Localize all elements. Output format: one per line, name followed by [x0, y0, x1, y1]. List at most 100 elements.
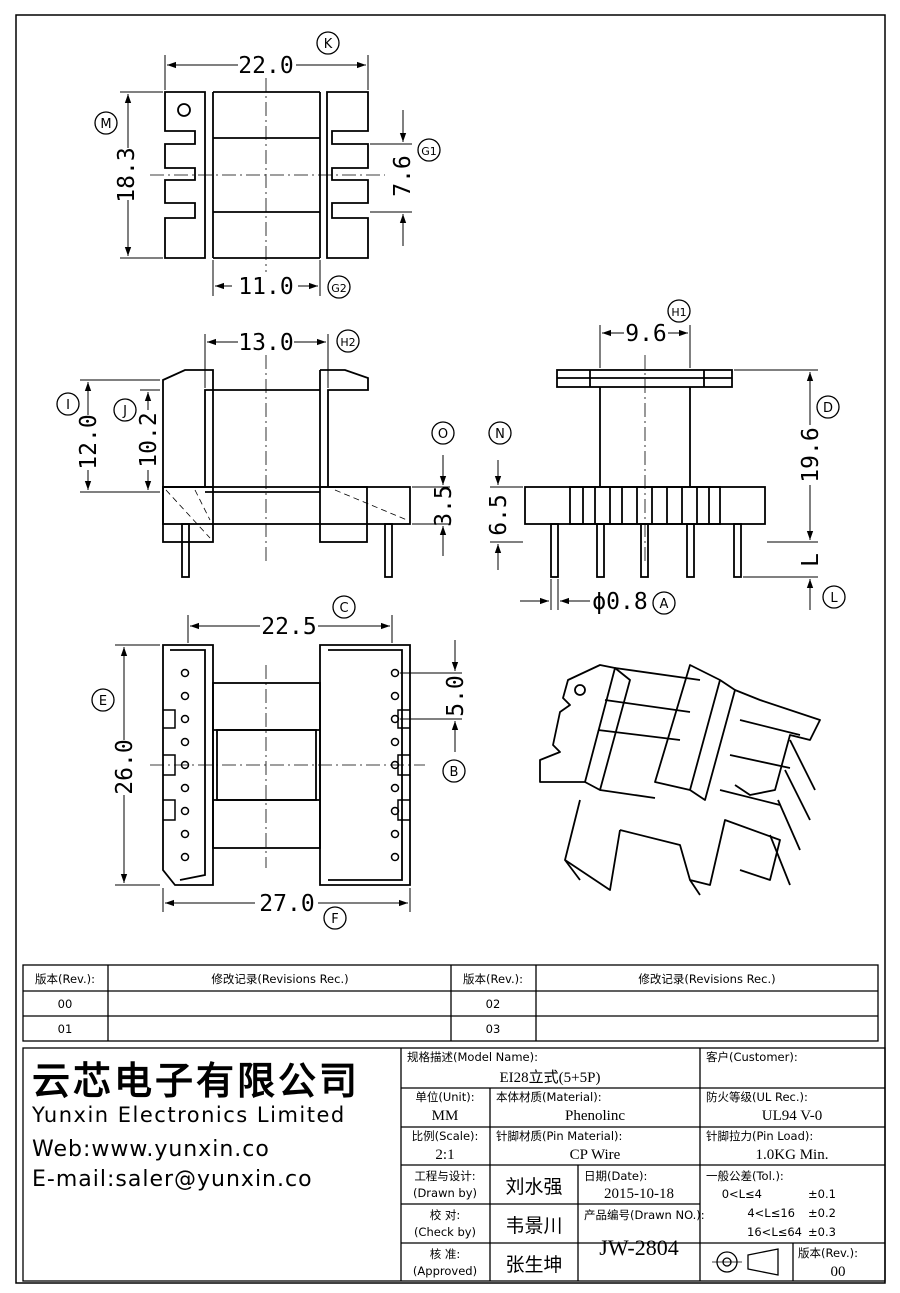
- rev-row-01: 01: [58, 1022, 73, 1036]
- customer-label: 客户(Customer):: [706, 1050, 798, 1064]
- drawing-border: [15, 14, 886, 1284]
- dim-l: L: [798, 553, 824, 567]
- dim-h1: 9.6: [625, 321, 667, 347]
- callout-k: K: [324, 37, 333, 52]
- rev-header-2: 版本(Rev.):: [463, 972, 523, 986]
- callout-f: F: [331, 912, 338, 927]
- dim-n: 6.5: [486, 494, 512, 536]
- dim-g1: 7.6: [390, 155, 416, 197]
- ul-label: 防火等级(UL Rec.):: [706, 1090, 808, 1104]
- drawn-no-label: 产品编号(Drawn NO.):: [584, 1208, 705, 1222]
- unit-value: MM: [432, 1108, 459, 1124]
- company-email: E-mail:saler@yunxin.co: [32, 1167, 313, 1192]
- title-block-text: 规格描述(Model Name): EI28立式(5+5P) 客户(Custom…: [407, 1050, 858, 1280]
- dim-j: 10.2: [136, 412, 162, 467]
- company-info: 云芯电子有限公司 Yunxin Electronics Limited Web:…: [31, 1059, 360, 1192]
- check-value: 韦景川: [505, 1215, 562, 1237]
- company-name-en: Yunxin Electronics Limited: [31, 1103, 346, 1127]
- model-label: 规格描述(Model Name):: [407, 1050, 538, 1064]
- dimension-values: 22.0 18.3 7.6 11.0 13.0 12.0 10.2 3.5 9.…: [76, 53, 824, 917]
- front-view-dimensions: [80, 334, 450, 556]
- callout-a: A: [660, 597, 669, 612]
- callout-b: B: [450, 765, 459, 780]
- drawn-label-2: (Drawn by): [413, 1186, 477, 1200]
- revision-table-text: 版本(Rev.): 修改记录(Revisions Rec.) 版本(Rev.):…: [35, 972, 776, 1036]
- rev-label: 版本(Rev.):: [798, 1246, 858, 1260]
- tol-value-1: ±0.1: [808, 1187, 836, 1201]
- front-view: [162, 355, 411, 578]
- check-label-2: (Check by): [414, 1225, 476, 1239]
- tol-range-1: 0<L≤4: [722, 1187, 762, 1201]
- dim-d: 19.6: [798, 427, 824, 482]
- dim-b: 5.0: [443, 675, 469, 717]
- callout-n: N: [495, 427, 505, 442]
- isometric-view: [539, 664, 821, 896]
- title-block-lines: [22, 1047, 886, 1282]
- tol-value-2: ±0.2: [808, 1206, 836, 1220]
- rec-header-1: 修改记录(Revisions Rec.): [211, 972, 348, 986]
- check-label-1: 校 对:: [430, 1208, 461, 1222]
- approved-value: 张生坤: [505, 1254, 562, 1276]
- dim-h2: 13.0: [238, 330, 293, 356]
- callout-d: D: [823, 401, 833, 416]
- bottom-view-pins: [163, 668, 410, 862]
- side-view-dimensions: [490, 325, 818, 610]
- tol-label: 一般公差(Tol.):: [706, 1169, 784, 1183]
- date-label: 日期(Date):: [584, 1169, 647, 1183]
- rec-header-2: 修改记录(Revisions Rec.): [638, 972, 775, 986]
- dim-k: 22.0: [238, 53, 293, 79]
- company-name-cn: 云芯电子有限公司: [32, 1059, 360, 1103]
- scale-label: 比例(Scale):: [412, 1129, 479, 1143]
- bottom-view: [150, 644, 425, 886]
- scale-value: 2:1: [435, 1147, 454, 1163]
- tol-value-3: ±0.3: [808, 1225, 836, 1239]
- rev-row-00: 00: [58, 997, 73, 1011]
- approved-label-1: 核 准:: [430, 1247, 461, 1261]
- top-view-dimensions: [120, 55, 412, 296]
- revision-table: [22, 964, 879, 1042]
- dim-o: 3.5: [431, 485, 457, 527]
- pin-load-value: 1.0KG Min.: [756, 1147, 829, 1163]
- callout-j: J: [122, 404, 127, 419]
- dim-m: 18.3: [114, 147, 140, 202]
- dim-g2: 11.0: [238, 274, 293, 300]
- callout-g1: G1: [421, 145, 437, 158]
- material-label: 本体材质(Material):: [496, 1090, 602, 1104]
- company-web: Web:www.yunxin.co: [32, 1137, 270, 1162]
- callout-m: M: [100, 117, 111, 132]
- pin-load-label: 针脚拉力(Pin Load):: [706, 1129, 813, 1143]
- side-view: [524, 355, 766, 578]
- top-view: [150, 78, 385, 272]
- ul-value: UL94 V-0: [762, 1108, 822, 1124]
- rev-row-02: 02: [486, 997, 501, 1011]
- callout-h1: H1: [671, 306, 686, 319]
- material-value: Phenolinc: [565, 1108, 625, 1124]
- rev-row-03: 03: [486, 1022, 501, 1036]
- callout-g2: G2: [331, 282, 347, 295]
- callout-e: E: [99, 694, 107, 709]
- drawn-label-1: 工程与设计:: [414, 1169, 475, 1183]
- tol-range-2: 4<L≤16: [747, 1206, 795, 1220]
- date-value: 2015-10-18: [604, 1186, 674, 1202]
- rev-header-1: 版本(Rev.):: [35, 972, 95, 986]
- approved-label-2: (Approved): [413, 1264, 477, 1278]
- callout-c: C: [339, 601, 348, 616]
- dim-i: 12.0: [76, 414, 102, 469]
- projection-symbol: [712, 1248, 779, 1276]
- dim-c: 22.5: [261, 614, 316, 640]
- callout-bubbles: [56, 31, 846, 930]
- dim-a: ϕ0.8: [592, 589, 647, 615]
- callout-h2: H2: [340, 336, 355, 349]
- drawn-value: 刘水强: [505, 1176, 562, 1198]
- rev-value: 00: [831, 1264, 846, 1280]
- drawn-no-value: JW-2804: [599, 1235, 678, 1260]
- callout-l: L: [830, 591, 838, 606]
- pin-material-value: CP Wire: [570, 1147, 621, 1163]
- model-value: EI28立式(5+5P): [500, 1069, 601, 1086]
- callout-i: I: [66, 398, 70, 413]
- unit-label: 单位(Unit):: [415, 1090, 474, 1104]
- dim-e: 26.0: [112, 739, 138, 794]
- bottom-view-dimensions: [115, 615, 462, 912]
- pin-material-label: 针脚材质(Pin Material):: [496, 1129, 622, 1143]
